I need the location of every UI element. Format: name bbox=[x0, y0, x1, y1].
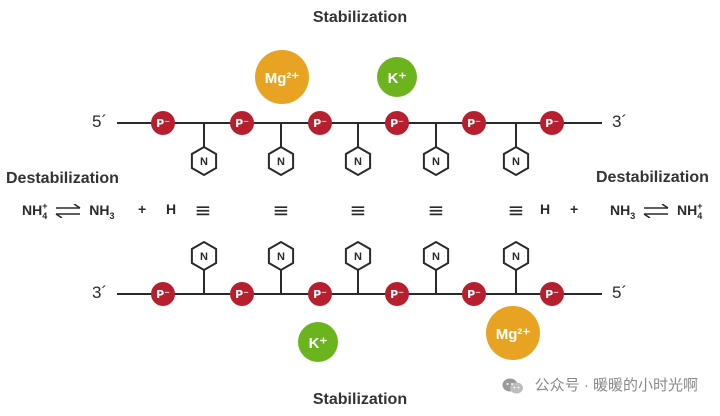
nucleobase-ring bbox=[422, 240, 450, 272]
phosphate-label: P⁻ bbox=[235, 117, 249, 130]
bottom-phosphate: P⁻ bbox=[540, 282, 564, 306]
bottom-phosphate: P⁻ bbox=[230, 282, 254, 306]
phosphate-label: P⁻ bbox=[467, 117, 481, 130]
nucleobase-ring bbox=[190, 145, 218, 177]
bottom-stabilization-title: Stabilization bbox=[312, 391, 408, 408]
phosphate-label: P⁻ bbox=[156, 117, 170, 130]
wechat-icon bbox=[502, 378, 524, 394]
phosphate-label: P⁻ bbox=[545, 117, 559, 130]
bottom-phosphate: P⁻ bbox=[385, 282, 409, 306]
nucleobase-ring bbox=[422, 145, 450, 177]
left-equilibrium: NH4+ NH3 bbox=[22, 201, 115, 220]
right-reactant: NH3 bbox=[610, 201, 636, 221]
equilibrium-arrow-icon bbox=[55, 203, 81, 218]
top-stabilization-title: Stabilization bbox=[312, 9, 408, 26]
bottom-nucleobase: N bbox=[502, 240, 530, 272]
top-phosphate: P⁻ bbox=[230, 111, 254, 135]
top-phosphate: P⁻ bbox=[462, 111, 486, 135]
hydrogen-bond: ≡ bbox=[350, 198, 367, 222]
phosphate-label: P⁻ bbox=[313, 288, 327, 301]
phosphate-label: P⁻ bbox=[467, 288, 481, 301]
left-product: NH3 bbox=[89, 201, 115, 221]
phosphate-label: P⁻ bbox=[390, 288, 404, 301]
top-nucleobase: N bbox=[267, 145, 295, 177]
nucleobase-label: N bbox=[354, 156, 362, 168]
nucleobase-ring bbox=[267, 145, 295, 177]
phosphate-label: P⁻ bbox=[156, 288, 170, 301]
bottom-nucleobase: N bbox=[344, 240, 372, 272]
right-equilibrium: NH3 NH4+ bbox=[610, 201, 703, 220]
top-phosphate: P⁻ bbox=[308, 111, 332, 135]
nucleobase-ring bbox=[502, 240, 530, 272]
nucleobase-label: N bbox=[277, 251, 285, 263]
bottom-nucleobase: N bbox=[422, 240, 450, 272]
mg-ion-top: Mg²⁺ bbox=[255, 50, 309, 104]
top-strand-left-end: 5´ bbox=[92, 112, 108, 131]
nucleobase-label: N bbox=[512, 251, 520, 263]
top-nucleobase: N bbox=[190, 145, 218, 177]
top-phosphate: P⁻ bbox=[385, 111, 409, 135]
hydrogen-bond: ≡ bbox=[273, 198, 290, 222]
nucleobase-ring bbox=[344, 145, 372, 177]
right-product: NH4+ bbox=[677, 201, 703, 221]
nucleobase-ring bbox=[190, 240, 218, 272]
nucleobase-label: N bbox=[512, 156, 520, 168]
top-strand-right-end: 3´ bbox=[612, 112, 628, 131]
hydrogen-bond: ≡ bbox=[508, 198, 525, 222]
nucleobase-label: N bbox=[432, 156, 440, 168]
nucleobase-ring bbox=[267, 240, 295, 272]
left-plus-sign: + bbox=[138, 201, 147, 217]
right-destabilization-title: Destabilization bbox=[596, 169, 709, 186]
bottom-strand-left-end: 3´ bbox=[92, 283, 108, 302]
nucleobase-label: N bbox=[354, 251, 362, 263]
hydrogen-bond: ≡ bbox=[428, 198, 445, 222]
left-hydrogen-label: H bbox=[166, 201, 177, 217]
watermark-text: 公众号 · 暖暖的小时光啊 bbox=[534, 377, 698, 394]
k-ion-bottom-label: K⁺ bbox=[309, 335, 328, 352]
nucleobase-label: N bbox=[200, 156, 208, 168]
left-destabilization-title: Destabilization bbox=[6, 170, 119, 187]
watermark: 公众号 · 暖暖的小时光啊 bbox=[502, 374, 698, 395]
bottom-strand-right-end: 5´ bbox=[612, 283, 628, 302]
mg-ion-bottom: Mg²⁺ bbox=[486, 306, 540, 360]
nucleobase-ring bbox=[344, 240, 372, 272]
phosphate-label: P⁻ bbox=[313, 117, 327, 130]
nucleobase-ring bbox=[502, 145, 530, 177]
top-nucleobase: N bbox=[344, 145, 372, 177]
nucleobase-label: N bbox=[200, 251, 208, 263]
top-phosphate: P⁻ bbox=[540, 111, 564, 135]
left-reactant: NH4+ bbox=[22, 201, 48, 221]
phosphate-label: P⁻ bbox=[390, 117, 404, 130]
k-ion-top: K⁺ bbox=[377, 57, 417, 97]
right-plus-sign: + bbox=[570, 201, 579, 217]
hydrogen-bond: ≡ bbox=[195, 198, 212, 222]
k-ion-bottom: K⁺ bbox=[298, 322, 338, 362]
right-hydrogen-label: H bbox=[540, 201, 551, 217]
nucleobase-label: N bbox=[432, 251, 440, 263]
mg-ion-top-label: Mg²⁺ bbox=[265, 70, 300, 87]
phosphate-label: P⁻ bbox=[235, 288, 249, 301]
bottom-phosphate: P⁻ bbox=[308, 282, 332, 306]
nucleobase-label: N bbox=[277, 156, 285, 168]
phosphate-label: P⁻ bbox=[545, 288, 559, 301]
top-nucleobase: N bbox=[502, 145, 530, 177]
equilibrium-arrow-icon bbox=[643, 203, 669, 218]
bottom-nucleobase: N bbox=[190, 240, 218, 272]
k-ion-top-label: K⁺ bbox=[388, 70, 407, 87]
bottom-phosphate: P⁻ bbox=[462, 282, 486, 306]
top-nucleobase: N bbox=[422, 145, 450, 177]
top-phosphate: P⁻ bbox=[151, 111, 175, 135]
bottom-nucleobase: N bbox=[267, 240, 295, 272]
mg-ion-bottom-label: Mg²⁺ bbox=[496, 326, 531, 343]
bottom-phosphate: P⁻ bbox=[151, 282, 175, 306]
